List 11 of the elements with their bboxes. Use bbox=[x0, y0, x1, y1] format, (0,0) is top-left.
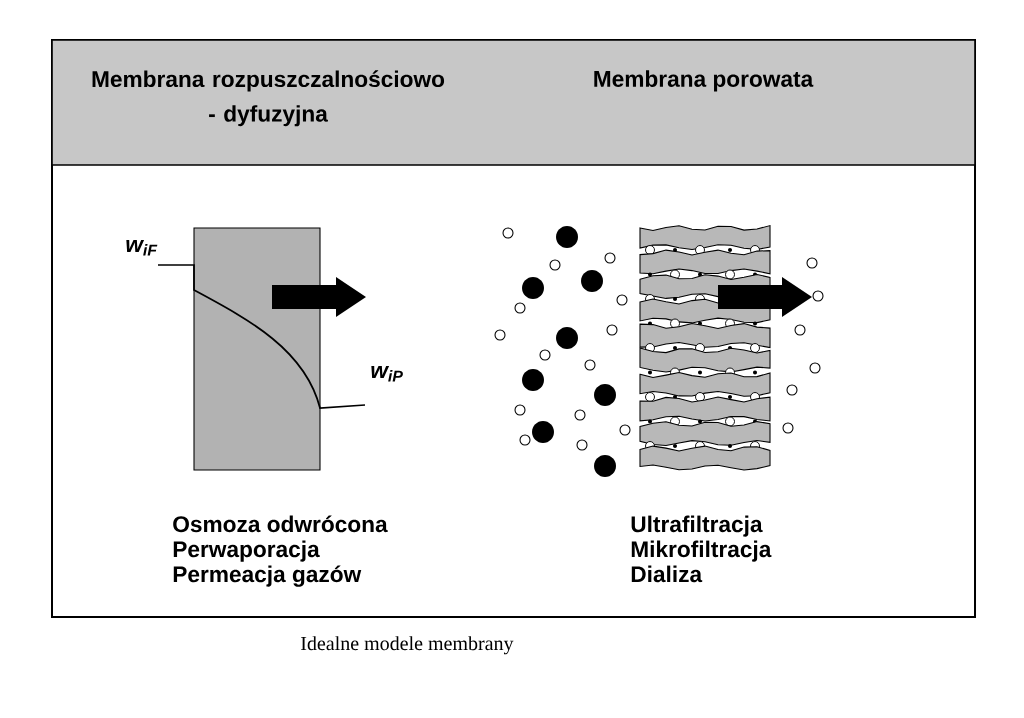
process-label: Dializa bbox=[631, 565, 703, 583]
heading: Membrana porowata bbox=[594, 70, 814, 92]
process-label: Osmoza odwrócona bbox=[173, 515, 388, 533]
process-label: Mikrofiltracja bbox=[631, 540, 772, 562]
process-label: Permeacja gazów bbox=[173, 565, 362, 587]
process-label: Ultrafiltracja bbox=[631, 515, 763, 537]
heading: Membrana rozpuszczalnościowo - dyfuzyjna bbox=[92, 70, 445, 127]
profile-label: w$_{iP}$ bbox=[371, 366, 403, 382]
profile-label: w$_{iF}$ bbox=[126, 240, 158, 256]
caption: Idealne modele membrany bbox=[301, 636, 514, 655]
process-label: Perwaporacja bbox=[173, 540, 320, 562]
